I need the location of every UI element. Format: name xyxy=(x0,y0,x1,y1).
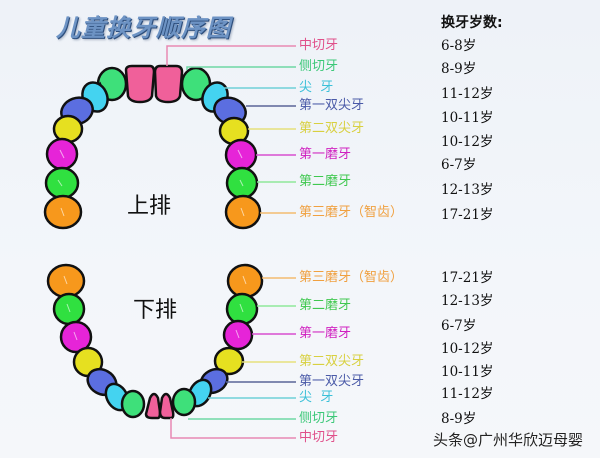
lower-age-first-molar: 6-7岁 xyxy=(441,318,477,334)
upper-age-first-molar: 6-7岁 xyxy=(441,157,477,173)
lower-label-second-molar: 第二磨牙 xyxy=(299,298,352,313)
lower-label-first-molar: 第一磨牙 xyxy=(299,326,352,341)
lower-central-incisor-right xyxy=(158,392,175,420)
upper-label-canine: 尖 牙 xyxy=(299,80,334,95)
lower-age-second-premolar: 10-12岁 xyxy=(441,341,494,357)
page-title: 儿童换牙顺序图 xyxy=(56,14,231,42)
lower-age-first-premolar: 10-11岁 xyxy=(441,364,494,380)
lower-age-lateral-incisor: 8-9岁 xyxy=(441,411,477,427)
upper-label-first-premolar: 第一双尖牙 xyxy=(299,98,365,113)
upper-age-central-incisor: 6-8岁 xyxy=(441,38,477,54)
lower-label-central-incisor: 中切牙 xyxy=(299,430,339,445)
upper-central-incisor-right xyxy=(153,64,184,104)
upper-age-lateral-incisor: 8-9岁 xyxy=(441,61,477,77)
lower-label-canine: 尖 牙 xyxy=(299,390,334,405)
lower-label-second-premolar: 第二双尖牙 xyxy=(299,354,365,369)
lower-age-second-molar: 12-13岁 xyxy=(441,293,494,309)
lower-central-incisor-left xyxy=(144,392,162,420)
lower-lateral-incisor-left xyxy=(120,389,146,419)
upper-age-canine: 11-12岁 xyxy=(441,86,494,102)
watermark: 头条@广州华欣迈母婴 xyxy=(433,431,584,449)
upper-central-incisor-left xyxy=(124,64,156,104)
upper-second-premolar-left xyxy=(52,114,84,144)
lower-age-canine: 11-12岁 xyxy=(441,386,494,402)
age-column-header: 换牙岁数: xyxy=(441,15,503,31)
upper-label-lateral-incisor: 侧切牙 xyxy=(299,59,339,74)
lower-label-first-premolar: 第一双尖牙 xyxy=(299,374,365,389)
upper-label-second-molar: 第二磨牙 xyxy=(299,174,352,189)
upper-age-second-premolar: 10-12岁 xyxy=(441,134,494,150)
lower-label-lateral-incisor: 侧切牙 xyxy=(299,411,339,426)
upper-age-third-molar: 17-21岁 xyxy=(441,207,494,223)
lower-lateral-incisor-right xyxy=(171,387,197,417)
upper-label-first-molar: 第一磨牙 xyxy=(299,147,352,162)
upper-second-molar-left xyxy=(44,166,80,200)
upper-label-central-incisor: 中切牙 xyxy=(299,38,339,53)
lower-label-third-molar: 第三磨牙（智齿） xyxy=(299,270,404,285)
upper-label-second-premolar: 第二双尖牙 xyxy=(299,121,365,136)
lower-jaw-label: 下排 xyxy=(133,298,178,323)
upper-jaw-label: 上排 xyxy=(127,194,172,219)
lower-second-premolar-right xyxy=(213,346,245,376)
lower-age-third-molar: 17-21岁 xyxy=(441,270,494,286)
upper-age-second-molar: 12-13岁 xyxy=(441,182,494,198)
upper-label-third-molar: 第三磨牙（智齿） xyxy=(299,205,404,220)
upper-age-first-premolar: 10-11岁 xyxy=(441,110,494,126)
